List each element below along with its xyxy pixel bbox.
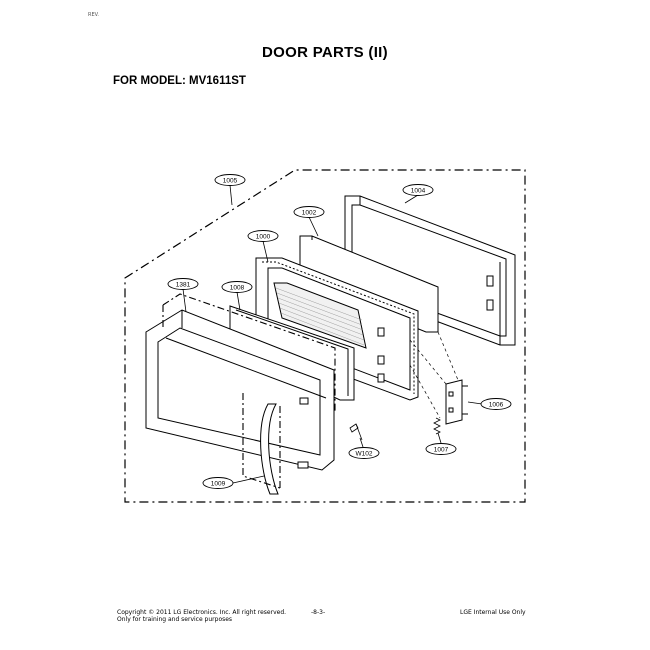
assembly-outline: [124, 169, 526, 503]
callout-label: 1008: [230, 284, 245, 291]
part-1000-inner-door: [255, 257, 419, 401]
connection-lines: [409, 331, 459, 419]
copyright-text: Copyright © 2011 LG Electronics. Inc. Al…: [117, 609, 287, 616]
callout-1009: 1009: [202, 477, 234, 489]
callout-label: 1000: [256, 233, 271, 240]
callout-w102: W102: [348, 447, 380, 459]
callout-label: 1002: [302, 209, 317, 216]
model-line: FOR MODEL: MV1611ST: [113, 75, 246, 87]
page-number: -8-3-: [311, 609, 326, 616]
callout-label: 1005: [223, 177, 238, 184]
callout-1008: 1008: [221, 281, 253, 293]
callout-label: 1004: [411, 187, 426, 194]
callout-label: 1381: [176, 281, 191, 288]
callout-label: 1006: [489, 401, 504, 408]
callout-label: 1009: [211, 480, 226, 487]
callout-1000: 1000: [247, 230, 279, 242]
part-1009-handle: [260, 403, 279, 495]
callout-label: W102: [356, 450, 373, 457]
training-note: Only for training and service purposes: [117, 616, 233, 623]
revision-tag: REV.: [88, 12, 99, 18]
part-1007-spring: [433, 417, 441, 435]
callout-1006: 1006: [480, 398, 512, 410]
callout-label: 1007: [434, 446, 449, 453]
callout-1002: 1002: [293, 206, 325, 218]
part-w102-screw: [349, 423, 363, 441]
internal-use-note: LGE Internal Use Only: [460, 609, 526, 616]
leader-lines: [182, 184, 483, 484]
callout-1007: 1007: [425, 443, 457, 455]
page-title: DOOR PARTS (II): [262, 44, 388, 61]
callout-1004: 1004: [402, 184, 434, 196]
model-label: FOR MODEL:: [113, 75, 186, 87]
callout-1005: 1005: [214, 174, 246, 186]
callout-1381: 1381: [167, 278, 199, 290]
model-number: MV1611ST: [189, 75, 246, 87]
part-1006-latch: [445, 379, 468, 425]
footer-copyright: Copyright © 2011 LG Electronics. Inc. Al…: [117, 609, 286, 623]
